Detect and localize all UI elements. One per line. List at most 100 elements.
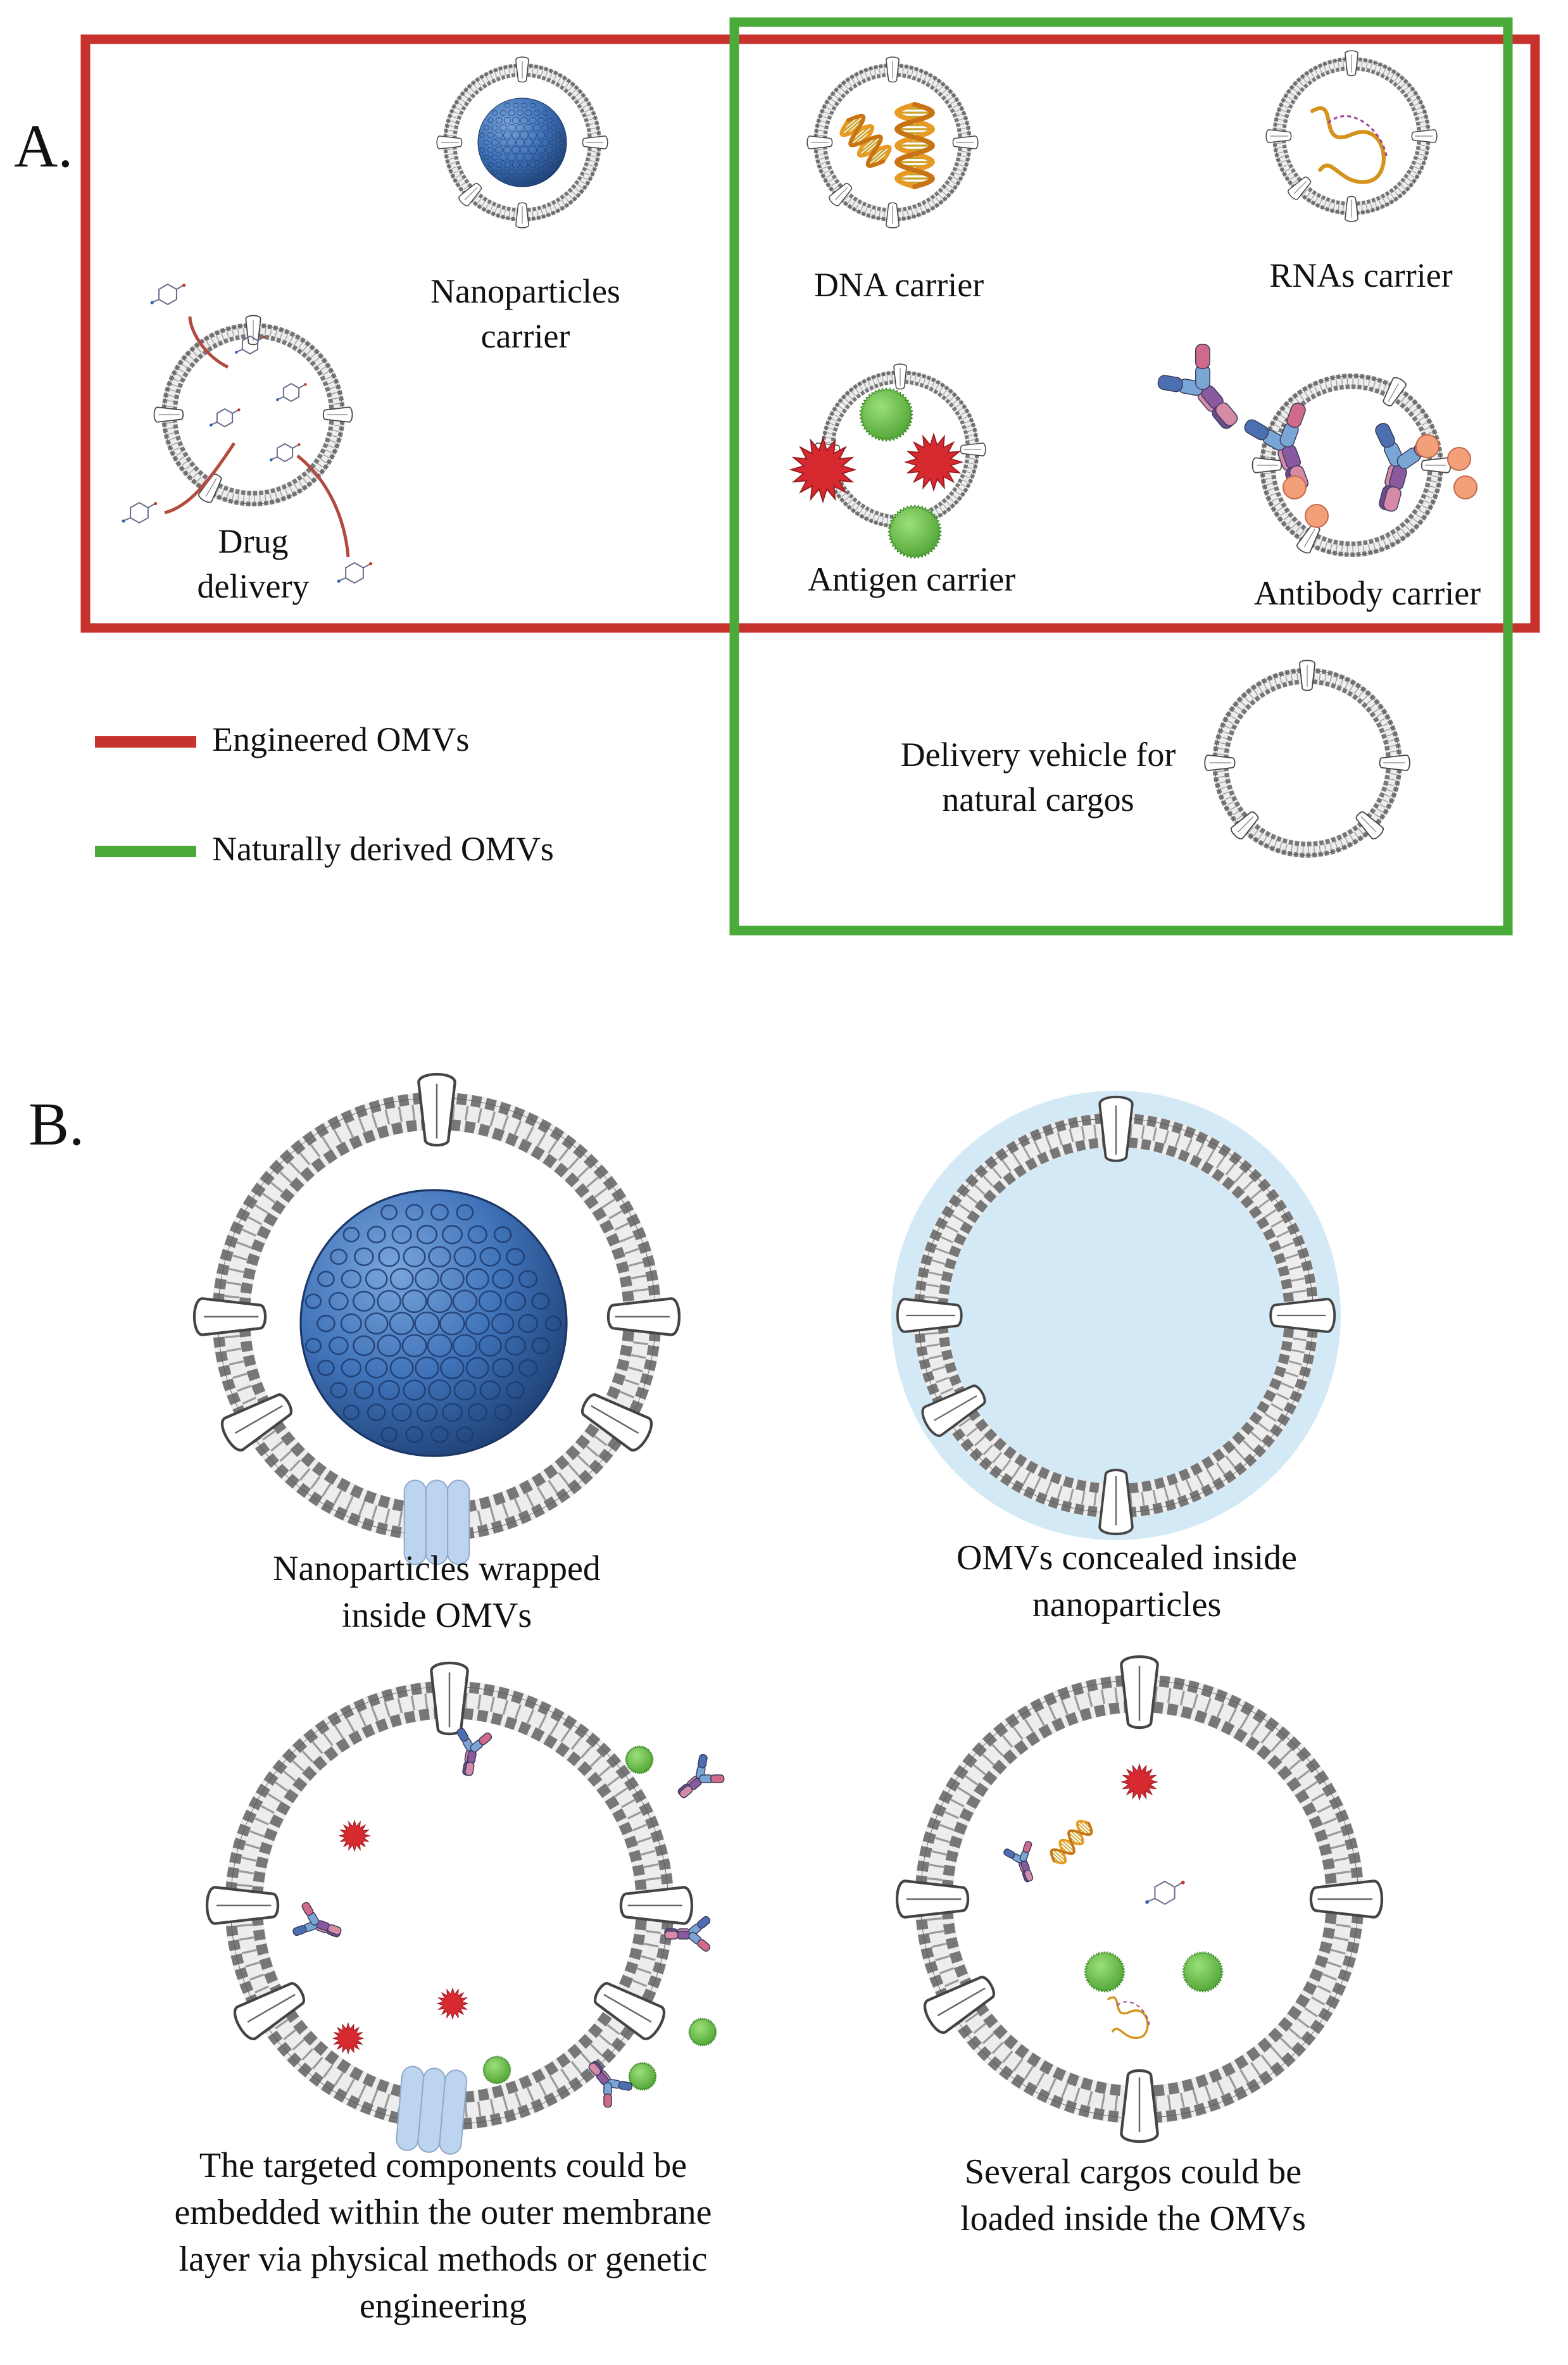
- membrane-protein: [205, 1886, 280, 1925]
- label-line: DNA carrier: [813, 266, 984, 304]
- nanoparticle-cell: [529, 177, 536, 183]
- label-line: layer via physical methods or genetic: [179, 2239, 708, 2279]
- membrane-protein: [417, 1072, 456, 1147]
- nanoparticle-cell: [465, 1268, 489, 1290]
- antibody-domain: [664, 1931, 679, 1940]
- membrane-protein: [1379, 754, 1410, 772]
- membrane-protein: [606, 1297, 681, 1336]
- omv-rnas-carrier: [1265, 50, 1438, 222]
- porin-subunit: [396, 2066, 425, 2151]
- nanoparticle-cell: [405, 1426, 423, 1443]
- cargo-rna: [1107, 1996, 1150, 2039]
- label-line: Antigen carrier: [807, 560, 1016, 598]
- nanoparticle-cell: [503, 146, 511, 154]
- legend-engineered-label: Engineered OMVs: [212, 720, 470, 758]
- nanoparticle-cell: [524, 153, 533, 161]
- label-line: Drug: [218, 522, 289, 560]
- antibody-antigen-blob: [1447, 447, 1471, 471]
- nanoparticle-cell: [491, 154, 499, 161]
- cargo-dna: [1050, 1819, 1093, 1865]
- rna-bases: [1327, 115, 1388, 159]
- nitrogen-atom: [337, 579, 341, 583]
- antibody-domain: [479, 1732, 492, 1745]
- nanoparticle-large: [299, 1189, 568, 1457]
- nanoparticle-cell: [487, 117, 494, 123]
- nanoparticle-cell: [537, 116, 545, 124]
- label-line: Nanoparticles wrapped: [273, 1549, 601, 1588]
- nanoparticle-cell: [467, 1225, 487, 1244]
- nanoparticle-cell: [508, 110, 515, 116]
- drug-molecule-a: [235, 335, 266, 355]
- antibody-domain: [1215, 402, 1238, 426]
- nanoparticle-cell: [416, 1224, 438, 1245]
- antibody-domain: [1383, 486, 1402, 512]
- nanoparticle-cell: [511, 116, 520, 124]
- membrane-protein: [322, 406, 353, 423]
- antibody-domain: [465, 1762, 475, 1776]
- nanoparticle-cell: [378, 1246, 400, 1267]
- nanoparticle-cell: [521, 177, 527, 183]
- nanoparticle-cell: [518, 1314, 539, 1333]
- protein-channel: [937, 1987, 986, 2017]
- antibody-antigen-blob: [1305, 504, 1329, 528]
- omv-several-cargos: [895, 1655, 1384, 2143]
- nanoparticle-cell: [541, 154, 549, 161]
- drug-molecule-g: [337, 561, 373, 584]
- nanoparticle-cell: [541, 139, 549, 146]
- porin-protein: [403, 1479, 470, 1565]
- membrane-protein: [153, 406, 184, 423]
- membrane-protein: [893, 363, 907, 390]
- nanoparticle-cell: [329, 1291, 349, 1311]
- nanoparticle-cell: [441, 1224, 463, 1245]
- nanoparticle-cell: [341, 1358, 361, 1377]
- antigen-green-a: [858, 387, 914, 442]
- membrane-protein: [581, 1393, 653, 1452]
- membrane-protein: [952, 135, 979, 149]
- nanoparticle-cell: [304, 1338, 322, 1353]
- antibody-domain: [679, 1785, 693, 1798]
- nanoparticle-cell: [520, 116, 529, 124]
- nanoparticle-cell: [528, 131, 537, 139]
- molecule-ring: [345, 561, 364, 584]
- antibody-domain: [697, 1939, 711, 1952]
- omv-antibody-carrier: [1251, 373, 1452, 558]
- nanoparticle-cell: [380, 1426, 398, 1443]
- protein-body: [220, 1393, 292, 1452]
- molecule-ring: [158, 283, 177, 306]
- nanoparticle-cell: [389, 1312, 415, 1336]
- nanoparticle-cell: [415, 1356, 439, 1379]
- nanoparticle-cell: [430, 1426, 449, 1443]
- nanoparticle-small: [477, 97, 567, 187]
- antibody-c: [1375, 423, 1438, 512]
- label-line: engineering: [359, 2286, 527, 2326]
- nanoparticle-cell: [515, 138, 525, 147]
- label-line: nanoparticles: [1032, 1584, 1222, 1624]
- nanoparticle-cell: [487, 147, 494, 153]
- label-rnas-carrier: RNAs carrier: [1234, 253, 1488, 298]
- nanoparticle-cell: [465, 1312, 490, 1335]
- nanoparticle-cell: [428, 1246, 451, 1268]
- membrane-antibody-c: [664, 1916, 711, 1952]
- antibody-domain: [1022, 1841, 1032, 1854]
- protein-channel: [1238, 816, 1254, 832]
- protein-channel: [464, 187, 478, 201]
- nanoparticle-cell: [479, 132, 486, 138]
- membrane-protein: [829, 182, 853, 206]
- nanoparticle-cell: [439, 1311, 465, 1336]
- nanoparticle-cell: [507, 123, 516, 132]
- nanoparticle-cell: [401, 1289, 427, 1314]
- membrane-protein: [921, 1384, 986, 1437]
- label-drug-delivery: Drug delivery: [158, 519, 348, 610]
- membrane-protein: [1204, 754, 1236, 772]
- nanoparticle-cell: [506, 1248, 525, 1266]
- nanoparticle-cell: [499, 124, 507, 132]
- nanoparticle-cell: [531, 1293, 550, 1310]
- label-wrapped: Nanoparticles wrapped inside OMVs: [209, 1546, 665, 1640]
- nanoparticle-cell: [492, 1269, 514, 1289]
- rna-strand-a: [1310, 106, 1388, 184]
- nanoparticle-cell: [467, 1403, 487, 1422]
- nanoparticle-cell: [508, 169, 515, 175]
- nanoparticle-cell: [550, 154, 557, 161]
- label-natural-cargos: Delivery vehicle for natural cargos: [874, 732, 1203, 823]
- membrane-protein: [1411, 129, 1438, 143]
